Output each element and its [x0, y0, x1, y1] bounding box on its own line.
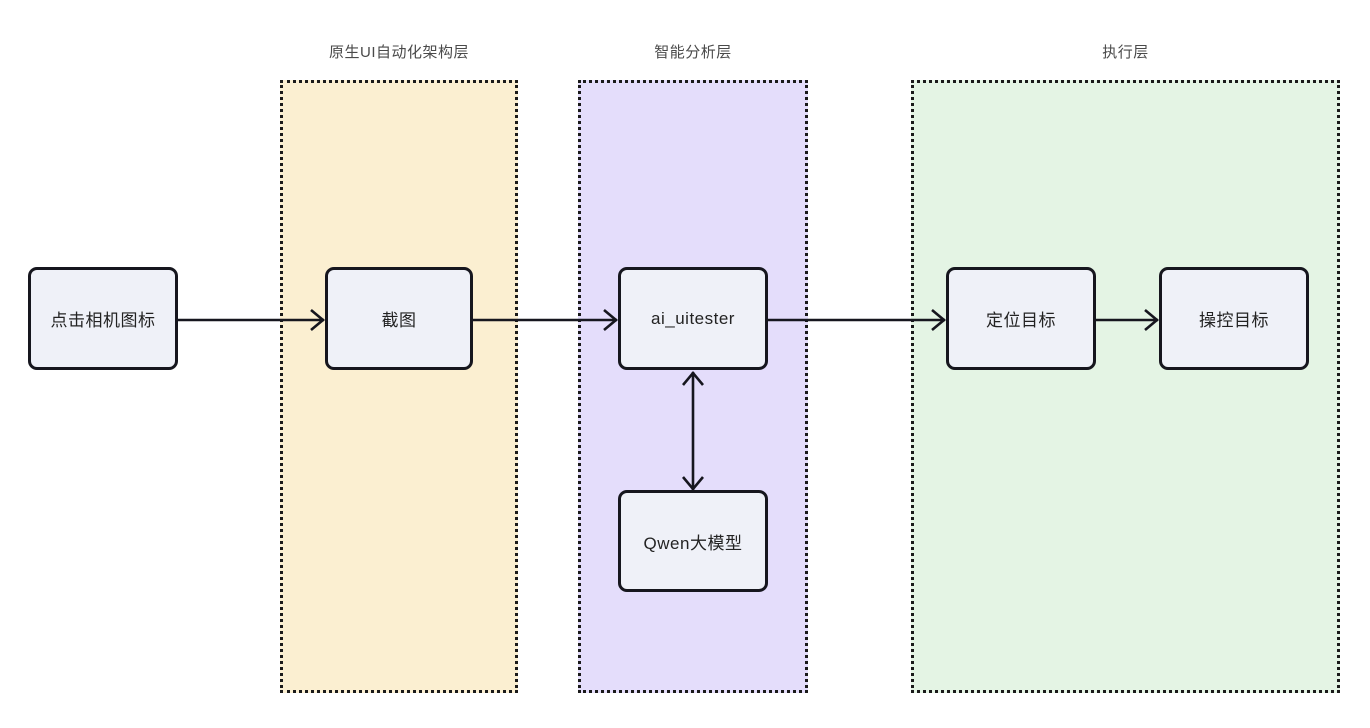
edge-ai-uitester-qwen-bidirectional: [682, 370, 704, 492]
layer-container-execution: [911, 80, 1340, 693]
edge-ai-uitester-to-locate-target: [768, 309, 947, 331]
edge-locate-target-to-control-target: [1096, 309, 1160, 331]
node-locate-target[interactable]: 定位目标: [946, 267, 1096, 370]
layer-label-execution: 执行层: [1102, 44, 1149, 61]
node-click-camera-icon[interactable]: 点击相机图标: [28, 267, 178, 370]
node-ai-uitester[interactable]: ai_uitester: [618, 267, 768, 370]
layer-label-intelligent-analysis: 智能分析层: [654, 44, 732, 61]
node-control-target[interactable]: 操控目标: [1159, 267, 1309, 370]
edge-click-to-screenshot: [178, 309, 326, 331]
edge-screenshot-to-ai-uitester: [473, 309, 619, 331]
node-screenshot[interactable]: 截图: [325, 267, 473, 370]
layer-container-native-ui: [280, 80, 518, 693]
node-qwen-model[interactable]: Qwen大模型: [618, 490, 768, 592]
layer-label-native-ui: 原生UI自动化架构层: [328, 44, 469, 61]
